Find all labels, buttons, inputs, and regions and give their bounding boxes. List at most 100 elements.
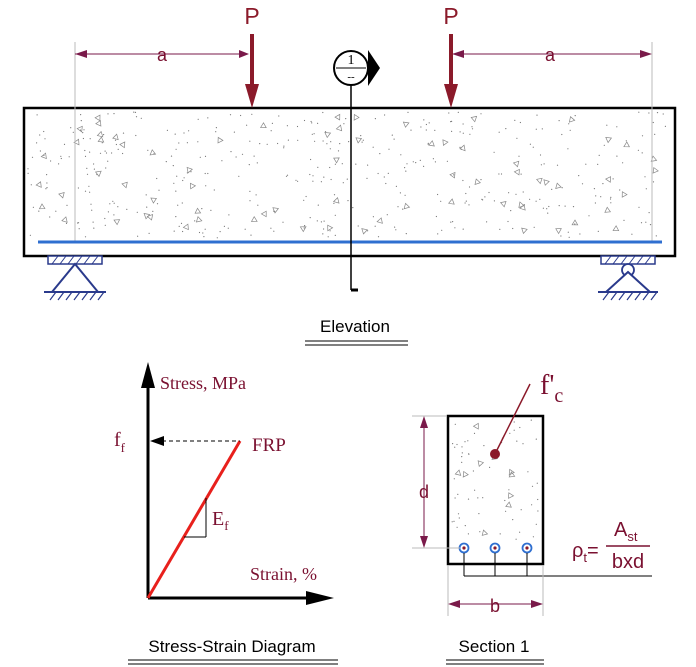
- texture-dot: [303, 199, 305, 201]
- texture-dot: [509, 432, 511, 434]
- texture-dot: [46, 182, 48, 184]
- texture-dot: [322, 233, 324, 235]
- texture-dot: [320, 221, 322, 223]
- texture-dot: [55, 210, 57, 212]
- texture-dot: [282, 221, 284, 223]
- texture-dot: [541, 128, 543, 130]
- texture-dot: [372, 146, 374, 148]
- texture-dot: [569, 129, 571, 131]
- texture-dot: [519, 426, 521, 429]
- texture-dot: [107, 113, 109, 115]
- texture-dot: [641, 135, 644, 137]
- texture-dot: [477, 497, 479, 499]
- texture-dot: [561, 187, 563, 189]
- texture-dot: [84, 149, 86, 152]
- texture-dot: [532, 536, 535, 538]
- texture-dot: [472, 470, 474, 472]
- texture-dot: [303, 119, 306, 122]
- texture-dot: [366, 177, 368, 179]
- texture-dot: [156, 203, 159, 205]
- aggregate-triangle: [376, 217, 383, 224]
- texture-dot: [640, 222, 643, 224]
- texture-dot: [588, 215, 590, 217]
- texture-dot: [537, 498, 539, 501]
- texture-dot: [241, 153, 244, 155]
- texture-dot: [539, 154, 542, 156]
- texture-dot: [610, 202, 612, 204]
- texture-dot: [489, 466, 491, 468]
- texture-dot: [535, 438, 537, 440]
- texture-dot: [519, 531, 521, 533]
- texture-dot: [337, 150, 340, 152]
- rebar-middle-icon: [489, 542, 501, 554]
- texture-dot: [251, 113, 253, 115]
- texture-dot: [488, 191, 490, 194]
- concrete-texture: [27, 111, 667, 239]
- texture-dot: [480, 179, 482, 181]
- texture-dot: [512, 227, 514, 230]
- texture-dot: [198, 231, 201, 234]
- texture-dot: [535, 523, 537, 525]
- texture-dot: [558, 120, 560, 122]
- section-title: Section 1: [459, 637, 530, 656]
- texture-dot: [428, 122, 430, 124]
- aggregate-triangle: [459, 144, 466, 152]
- texture-dot: [205, 185, 207, 187]
- texture-dot: [36, 142, 38, 144]
- texture-dot: [183, 177, 185, 179]
- texture-dot: [122, 152, 124, 155]
- texture-dot: [394, 226, 396, 228]
- texture-dot: [221, 160, 223, 162]
- texture-dot: [60, 157, 62, 160]
- texture-dot: [327, 236, 329, 238]
- texture-dot: [27, 168, 29, 170]
- texture-dot: [383, 176, 385, 178]
- aggregate-triangle: [353, 113, 360, 121]
- aggregate-triangle: [477, 460, 485, 467]
- texture-dot: [454, 423, 456, 425]
- section-outline: [446, 414, 545, 566]
- texture-dot: [446, 160, 448, 162]
- texture-dot: [31, 156, 34, 158]
- texture-dot: [616, 126, 618, 128]
- texture-dot: [29, 234, 31, 236]
- aggregate-triangle: [335, 124, 343, 132]
- aggregate-triangle: [332, 197, 340, 204]
- aggregate-triangle: [621, 191, 628, 198]
- texture-dot: [170, 155, 173, 157]
- texture-dot: [176, 175, 178, 177]
- texture-dot: [578, 175, 580, 177]
- texture-dot: [504, 499, 506, 502]
- texture-dot: [347, 200, 349, 202]
- texture-dot: [567, 231, 569, 233]
- texture-dot: [104, 224, 106, 226]
- texture-dot: [616, 155, 618, 157]
- stress-strain-title: Stress-Strain Diagram: [148, 637, 315, 656]
- texture-dot: [367, 164, 369, 166]
- texture-dot: [249, 140, 251, 142]
- texture-dot: [519, 121, 522, 124]
- texture-dot: [210, 209, 212, 211]
- texture-dot: [507, 220, 509, 223]
- texture-dot: [182, 179, 184, 182]
- texture-dot: [320, 181, 322, 183]
- texture-dot: [89, 191, 91, 193]
- texture-dot: [435, 215, 437, 218]
- texture-dot: [514, 119, 516, 121]
- texture-dot: [457, 111, 459, 113]
- depth-arrow-bottom: [420, 536, 428, 548]
- texture-dot: [329, 230, 331, 232]
- depth-label: d: [419, 482, 429, 502]
- aggregate-triangle: [97, 136, 105, 143]
- texture-dot: [465, 192, 467, 195]
- strain-axis-label: Strain, %: [250, 564, 317, 584]
- load-arrow-left-head: [245, 84, 259, 108]
- texture-dot: [478, 513, 480, 515]
- texture-dot: [467, 533, 469, 535]
- aggregate-triangle: [505, 501, 512, 508]
- texture-dot: [530, 419, 532, 421]
- texture-dot: [175, 216, 177, 218]
- texture-dot: [374, 225, 376, 227]
- texture-dot: [216, 237, 218, 239]
- texture-dot: [537, 510, 539, 512]
